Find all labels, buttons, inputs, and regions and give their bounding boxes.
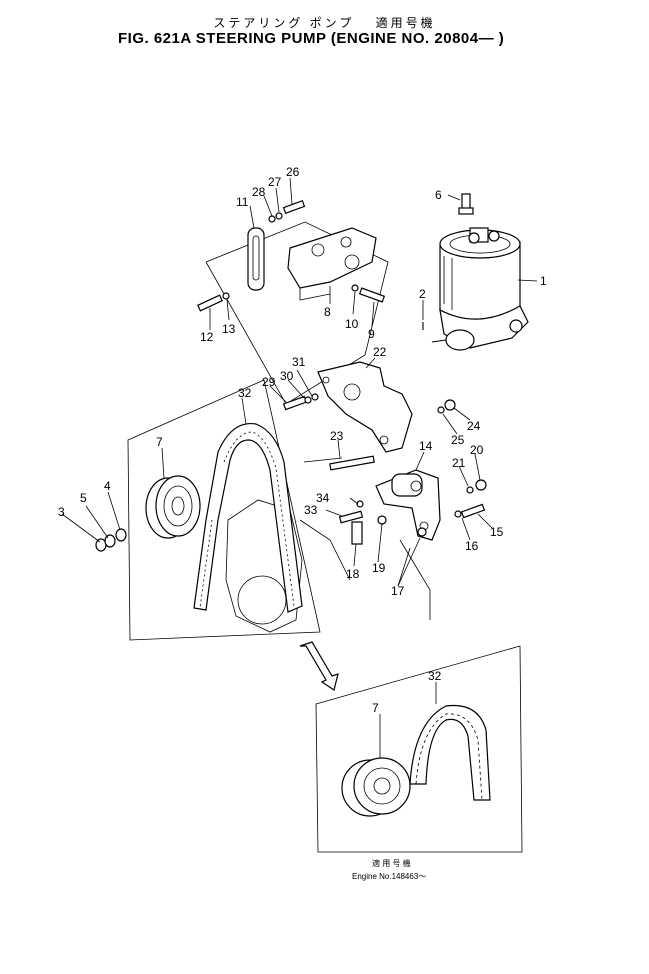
callout-7: 7 <box>156 435 163 449</box>
bolt-18 <box>351 515 427 545</box>
callout-17: 17 <box>391 584 405 598</box>
callout-4: 4 <box>104 479 111 493</box>
leader-lines <box>61 177 538 758</box>
stay-bolt-set <box>268 199 306 223</box>
callout-22: 22 <box>373 345 387 359</box>
callout-14: 14 <box>419 439 433 453</box>
engine-serial-note: Engine No.148463～ <box>352 872 427 881</box>
callout-5: 5 <box>80 491 87 505</box>
callout-30: 30 <box>280 369 294 383</box>
belt-tensioner <box>375 469 441 541</box>
callout-9: 9 <box>368 327 375 341</box>
bolt-23 <box>303 455 375 471</box>
callout-13: 13 <box>222 322 236 336</box>
callout-15: 15 <box>490 525 504 539</box>
engine-outline <box>225 499 431 633</box>
callout-31: 31 <box>292 355 306 369</box>
callout-34: 34 <box>316 491 330 505</box>
callout-6: 6 <box>435 188 442 202</box>
callout-10: 10 <box>345 317 359 331</box>
callout-12: 12 <box>200 330 214 344</box>
japanese-title: ステアリング ポンプ 適用号機 <box>213 16 436 30</box>
callout-21: 21 <box>452 456 466 470</box>
callout-32: 32 <box>238 386 252 400</box>
callout-19: 19 <box>372 561 386 575</box>
bolt-12 <box>197 292 230 312</box>
bolt-33 <box>338 500 364 524</box>
detail-pulley <box>341 757 411 817</box>
callout-2: 2 <box>419 287 426 301</box>
drive-belt <box>193 422 303 613</box>
crank-pulley <box>145 475 201 539</box>
callout-26: 26 <box>286 165 300 179</box>
callout-11: 11 <box>236 195 249 209</box>
callout-27: 27 <box>268 175 282 189</box>
detail-view-frame <box>315 645 523 853</box>
figure-title: FIG. 621A STEERING PUMP (ENGINE NO. 2080… <box>118 30 505 47</box>
callout-8: 8 <box>324 305 331 319</box>
callout-32-detail: 32 <box>428 669 442 683</box>
bolt-29 <box>282 393 319 411</box>
pulley-washers <box>95 528 127 552</box>
nut-20 <box>466 479 487 494</box>
detail-arrow <box>299 641 339 691</box>
callout-18: 18 <box>346 567 360 581</box>
steering-pump <box>422 193 529 351</box>
detail-belt <box>409 704 491 801</box>
callout-28: 28 <box>252 185 266 199</box>
adjust-stay <box>247 227 265 291</box>
bracket-plate <box>287 227 377 301</box>
lower-view-frame <box>127 379 321 641</box>
nut-24 <box>437 399 456 414</box>
callout-7-detail: 7 <box>372 701 379 715</box>
bolt-15 <box>454 503 486 519</box>
bolt-9 <box>351 284 386 303</box>
callout-24: 24 <box>467 419 481 433</box>
pump-mounting-bracket <box>317 361 413 453</box>
callout-16: 16 <box>465 539 479 553</box>
applicable-serial-label: 適 用 号 機 <box>372 859 411 868</box>
callout-23: 23 <box>330 429 344 443</box>
callout-25: 25 <box>451 433 465 447</box>
callout-1: 1 <box>540 274 547 288</box>
upper-bracket-outline <box>205 221 389 405</box>
callout-29: 29 <box>262 375 276 389</box>
callout-3: 3 <box>58 505 65 519</box>
callout-33: 33 <box>304 503 318 517</box>
callout-20: 20 <box>470 443 484 457</box>
callout-labels: 1 2 3 4 5 6 7 8 9 10 11 12 13 14 15 16 1… <box>58 165 547 715</box>
